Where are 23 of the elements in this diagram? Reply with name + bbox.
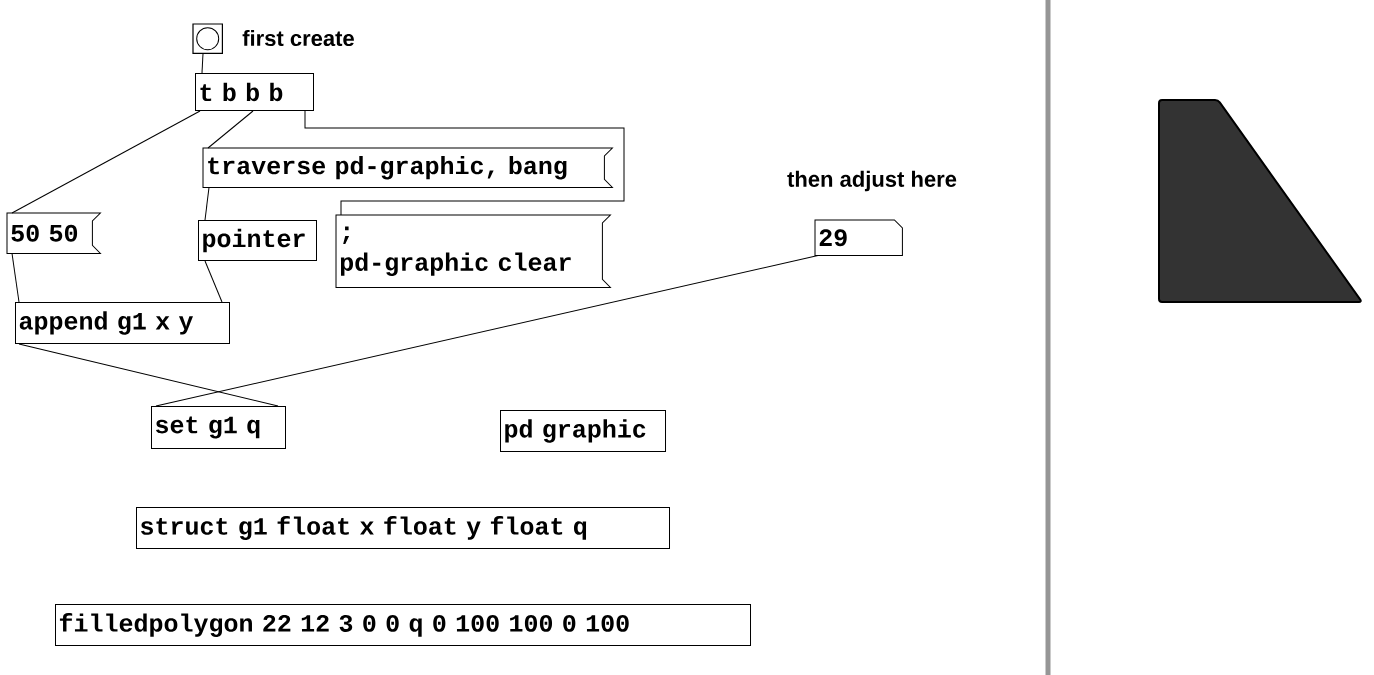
comment-text: first create [242, 29, 354, 47]
object-box: pointer [198, 220, 317, 261]
bang-button [192, 23, 223, 54]
patch-cord [204, 186, 210, 221]
object-box: filledpolygon 22 12 3 0 0 q 0 100 100 0 100 [55, 604, 751, 646]
patch-cord [204, 260, 223, 303]
message-box: ; pd-graphic clear [335, 214, 611, 288]
object-box: struct g1 float x float y float q [136, 507, 670, 549]
object-box: pd graphic [500, 410, 666, 452]
patch-cord [11, 110, 201, 214]
object-box: set g1 q [151, 406, 286, 449]
patch-cord [304, 110, 625, 216]
object-box: append g1 x y [15, 302, 230, 344]
patch-cord [11, 252, 20, 303]
patch-cord [201, 52, 204, 74]
message-box: traverse pd-graphic, bang [202, 147, 613, 188]
comment-text: then adjust here [787, 170, 957, 192]
patch-cord [207, 110, 254, 149]
number-box: 29 [814, 219, 903, 256]
object-box: t b b b [195, 73, 314, 111]
patch-cord [18, 343, 279, 407]
message-box: 50 50 [6, 212, 101, 254]
patch-cord [155, 254, 819, 407]
